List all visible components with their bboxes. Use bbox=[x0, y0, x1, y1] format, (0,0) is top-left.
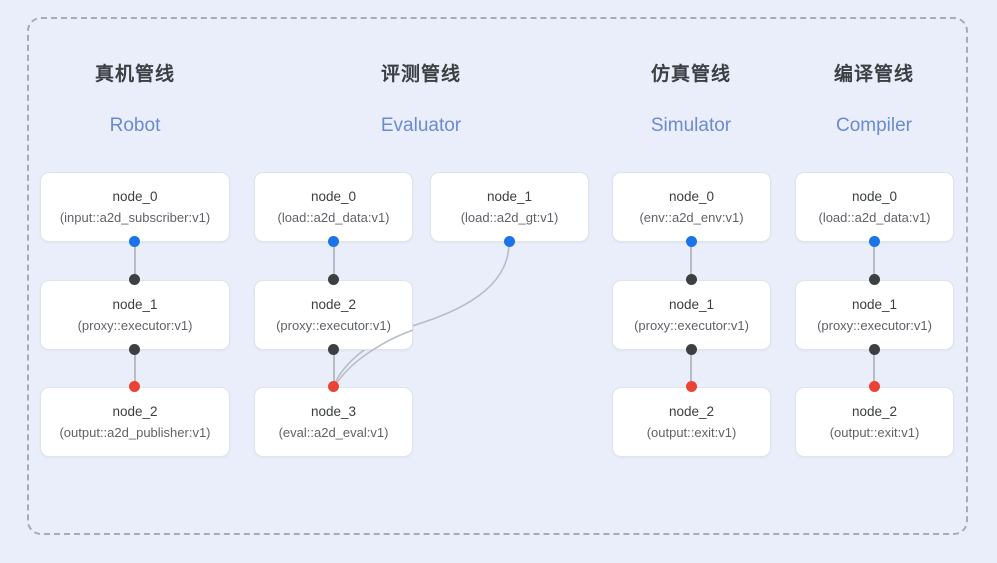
node-evaluator-3[interactable]: node_3 (eval::a2d_eval:v1) bbox=[254, 387, 413, 457]
node-label-type: (input::a2d_subscriber:v1) bbox=[59, 210, 211, 225]
node-label-type: (output::exit:v1) bbox=[646, 425, 737, 440]
edge-comp-1-2 bbox=[873, 349, 875, 389]
port-output-evaluator-1[interactable] bbox=[504, 236, 515, 247]
node-label-name: node_1 bbox=[851, 297, 898, 312]
node-label-name: node_1 bbox=[112, 297, 158, 312]
node-label-name: node_2 bbox=[310, 297, 357, 312]
port-output-simulator-0[interactable] bbox=[686, 236, 697, 247]
diagram-dashed-frame bbox=[27, 17, 968, 535]
port-input-evaluator-2[interactable] bbox=[328, 274, 339, 285]
edge-sim-1-2 bbox=[690, 349, 692, 389]
node-label-name: node_0 bbox=[851, 189, 898, 204]
node-label-type: (env::a2d_env:v1) bbox=[639, 210, 744, 225]
node-label-name: node_0 bbox=[310, 189, 357, 204]
node-label-name: node_0 bbox=[112, 189, 158, 204]
node-robot-0[interactable]: node_0 (input::a2d_subscriber:v1) bbox=[40, 172, 230, 242]
port-output-simulator-1[interactable] bbox=[686, 344, 697, 355]
node-label-type: (load::a2d_data:v1) bbox=[277, 210, 390, 225]
node-label-name: node_1 bbox=[668, 297, 715, 312]
port-input-robot-2[interactable] bbox=[129, 381, 140, 392]
edge-robot-0-1 bbox=[134, 241, 136, 281]
port-output-evaluator-0[interactable] bbox=[328, 236, 339, 247]
node-evaluator-1[interactable]: node_1 (load::a2d_gt:v1) bbox=[430, 172, 589, 242]
node-label-name: node_3 bbox=[310, 404, 357, 419]
node-label-name: node_2 bbox=[112, 404, 158, 419]
edge-eval-0-2 bbox=[333, 241, 335, 281]
node-label-name: node_2 bbox=[668, 404, 715, 419]
node-label-name: node_1 bbox=[486, 189, 533, 204]
port-input-compiler-1[interactable] bbox=[869, 274, 880, 285]
node-simulator-1[interactable]: node_1 (proxy::executor:v1) bbox=[612, 280, 771, 350]
node-compiler-2[interactable]: node_2 (output::exit:v1) bbox=[795, 387, 954, 457]
node-simulator-2[interactable]: node_2 (output::exit:v1) bbox=[612, 387, 771, 457]
edge-eval-2-3 bbox=[333, 349, 335, 389]
node-compiler-1[interactable]: node_1 (proxy::executor:v1) bbox=[795, 280, 954, 350]
port-output-compiler-0[interactable] bbox=[869, 236, 880, 247]
port-input-compiler-2[interactable] bbox=[869, 381, 880, 392]
node-compiler-0[interactable]: node_0 (load::a2d_data:v1) bbox=[795, 172, 954, 242]
port-output-compiler-1[interactable] bbox=[869, 344, 880, 355]
node-label-type: (proxy::executor:v1) bbox=[817, 318, 932, 333]
node-label-type: (proxy::executor:v1) bbox=[634, 318, 749, 333]
port-output-robot-1[interactable] bbox=[129, 344, 140, 355]
port-input-evaluator-3[interactable] bbox=[328, 381, 339, 392]
port-input-robot-1[interactable] bbox=[129, 274, 140, 285]
node-label-type: (output::exit:v1) bbox=[829, 425, 920, 440]
edge-comp-0-1 bbox=[873, 241, 875, 281]
node-label-type: (eval::a2d_eval:v1) bbox=[278, 425, 389, 440]
port-output-robot-0[interactable] bbox=[129, 236, 140, 247]
node-label-type: (load::a2d_gt:v1) bbox=[460, 210, 559, 225]
node-evaluator-2[interactable]: node_2 (proxy::executor:v1) bbox=[254, 280, 413, 350]
edge-robot-1-2 bbox=[134, 349, 136, 389]
node-simulator-0[interactable]: node_0 (env::a2d_env:v1) bbox=[612, 172, 771, 242]
node-robot-2[interactable]: node_2 (output::a2d_publisher:v1) bbox=[40, 387, 230, 457]
node-label-type: (proxy::executor:v1) bbox=[276, 318, 391, 333]
port-input-simulator-1[interactable] bbox=[686, 274, 697, 285]
node-label-type: (output::a2d_publisher:v1) bbox=[59, 425, 211, 440]
edge-sim-0-1 bbox=[690, 241, 692, 281]
port-input-simulator-2[interactable] bbox=[686, 381, 697, 392]
node-label-name: node_2 bbox=[851, 404, 898, 419]
node-label-type: (proxy::executor:v1) bbox=[77, 318, 193, 333]
node-label-name: node_0 bbox=[668, 189, 715, 204]
port-output-evaluator-2[interactable] bbox=[328, 344, 339, 355]
node-robot-1[interactable]: node_1 (proxy::executor:v1) bbox=[40, 280, 230, 350]
node-label-type: (load::a2d_data:v1) bbox=[818, 210, 931, 225]
node-evaluator-0[interactable]: node_0 (load::a2d_data:v1) bbox=[254, 172, 413, 242]
